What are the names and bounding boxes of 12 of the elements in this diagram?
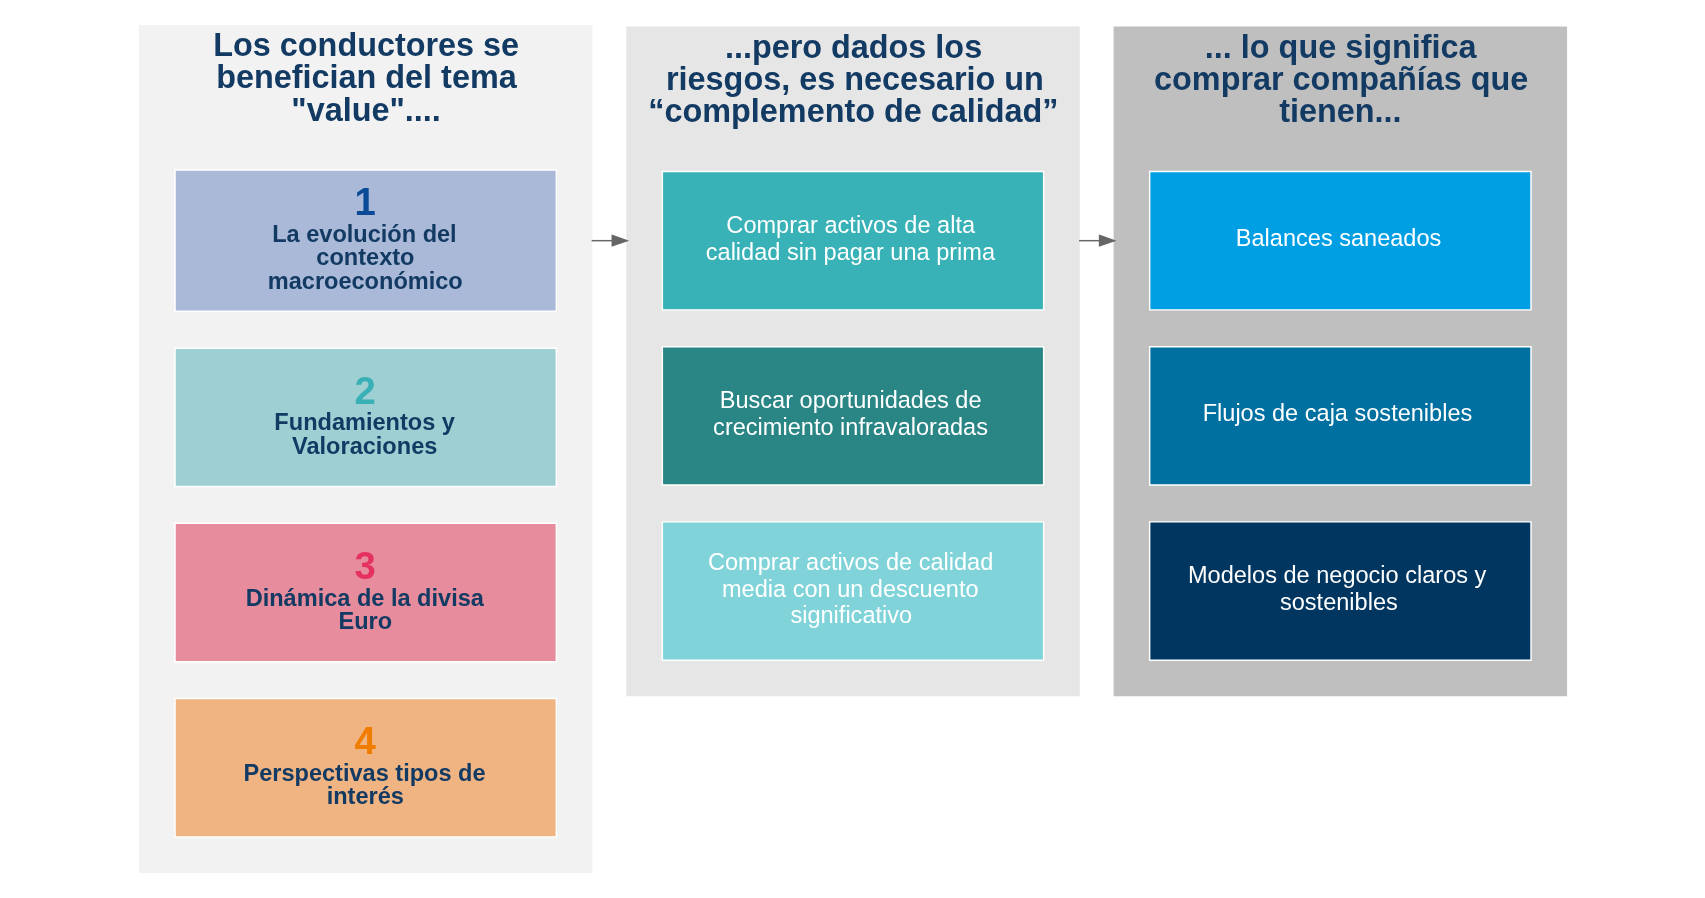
- node-box: 2 Fundamientos y Valoraciones: [173, 347, 557, 488]
- node-box: Buscar oportunidades de crecimiento infravaloradas: [661, 345, 1044, 486]
- arrow: [590, 234, 629, 247]
- node-box: Comprar activos de alta calidad sin pagar una prima: [661, 170, 1044, 311]
- node-box: 3 Dinámica de la divisa Euro: [173, 522, 557, 663]
- node-box: Balances saneados: [1148, 170, 1532, 311]
- node-box: Modelos de negocio claros y sostenibles: [1148, 521, 1532, 661]
- node-box: 1 La evolución del contexto macroeconómico: [173, 169, 557, 313]
- arrow: [1077, 234, 1117, 247]
- node-box: 4 Perspectivas tipos de interés: [173, 697, 557, 838]
- node-box: Flujos de caja sostenibles: [1148, 345, 1532, 486]
- node-box: Comprar activos de calidad media con un descuento significativo: [661, 521, 1044, 661]
